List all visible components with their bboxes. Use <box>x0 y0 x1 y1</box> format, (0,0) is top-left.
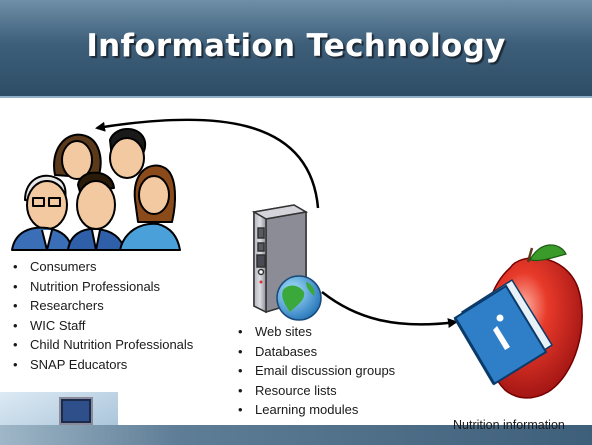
resource-item-email-discussion-groups: Email discussion groups <box>235 361 395 381</box>
audience-list: Consumers Nutrition Professionals Resear… <box>10 257 193 374</box>
arrow-to-information <box>321 291 458 328</box>
audience-item-snap-educators: SNAP Educators <box>10 355 193 375</box>
resource-item-databases: Databases <box>235 342 395 362</box>
audience-item-child-nutrition-professionals: Child Nutrition Professionals <box>10 335 193 355</box>
nutrition-information-label: Nutrition information <box>453 418 565 432</box>
audience-item-researchers: Researchers <box>10 296 193 316</box>
arrow-to-audience <box>95 118 320 209</box>
globe-icon <box>276 275 322 321</box>
slide-header: Information Technology <box>0 0 592 98</box>
people-group-icon <box>11 128 181 251</box>
audience-item-wic-staff: WIC Staff <box>10 316 193 336</box>
resource-list: Web sites Databases Email discussion gro… <box>235 322 395 420</box>
audience-item-nutrition-professionals: Nutrition Professionals <box>10 277 193 297</box>
resource-item-resource-lists: Resource lists <box>235 381 395 401</box>
slide-footer <box>0 425 592 445</box>
audience-item-consumers: Consumers <box>10 257 193 277</box>
slide-title: Information Technology <box>86 28 506 64</box>
resource-item-web-sites: Web sites <box>235 322 395 342</box>
info-book-icon <box>453 278 554 386</box>
resource-item-learning-modules: Learning modules <box>235 400 395 420</box>
